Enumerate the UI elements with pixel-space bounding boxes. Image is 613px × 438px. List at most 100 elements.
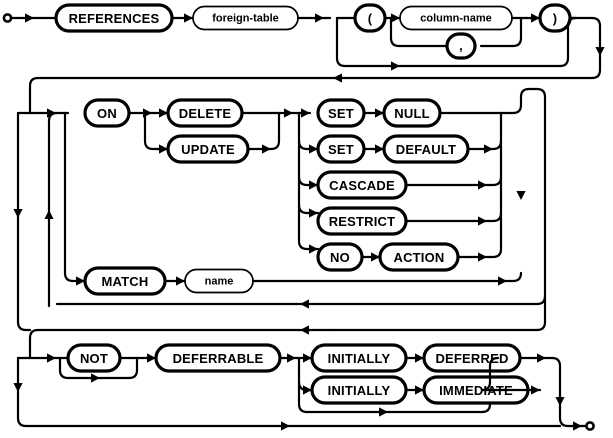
arrow-icon [315,13,324,23]
node-immediate: IMMEDIATE [422,375,530,405]
arrow-icon [498,276,507,286]
node-null: NULL [382,98,442,128]
node-label: name [205,276,234,288]
arrow-icon [300,299,309,309]
rail-section2-to-section3 [328,294,547,332]
node-not: NOT [66,343,122,373]
node-label: ( [368,11,373,26]
rail-comma-loop-left [389,16,449,48]
node-update: UPDATE [166,134,250,164]
rail-match-join [251,271,523,283]
node-label: REFERENCES [69,11,160,26]
node-label: DEFAULT [396,142,456,157]
arrow-icon [309,244,318,254]
node-label: NULL [394,106,429,121]
rail-clause-repeat-loop-up [47,111,59,308]
node-lparen: ( [353,3,387,33]
rail-restrict-join [404,175,503,223]
rail-bypass-join-up [558,56,570,68]
rail-fanout-cascade [297,175,320,187]
node-label: ACTION [393,250,444,265]
node-label: DELETE [179,106,232,121]
rail-fanout-no-action [297,111,320,251]
node-comma: , [445,32,477,60]
node-label: INITIALLY [328,383,391,398]
node-label: CASCADE [329,178,395,193]
rail-default-join [466,111,503,151]
arrow-icon [478,180,487,190]
arrow-icon [184,13,193,23]
rail-section3-bypass [16,356,562,428]
node-deferred: DEFERRED [422,343,522,373]
node-label: foreign-table [212,13,279,25]
rail-action-join [456,211,503,259]
rail-bypass-join-up2 [566,16,578,60]
node-match: MATCH [83,266,167,296]
node-deferrable: DEFERRABLE [154,343,282,373]
node-label: NO [330,250,350,265]
arrow-icon [287,353,296,363]
arrow-icon [484,144,493,154]
node-set-null-set: SET [316,98,366,128]
arrow-icon [13,209,23,218]
arrow-icon [300,325,309,335]
arrow-icon [478,216,487,226]
arrow-icon [44,210,54,219]
rail-final-collector [550,356,587,428]
end-marker [585,421,595,431]
rail-fanout-set-default [297,139,320,151]
node-label: RESTRICT [329,214,396,229]
node-name: name [184,268,254,294]
rail-fanout-restrict [297,203,320,215]
arrow-icon [25,13,34,23]
arrow-icon [391,61,400,71]
rail-update-join [246,111,281,151]
node-label: UPDATE [181,142,235,157]
node-foreign-table: foreign-table [192,5,299,31]
rail-comma-loop-right [479,16,523,48]
node-cascade: CASCADE [316,170,408,200]
node-label: MATCH [102,274,149,289]
node-label: SET [328,106,354,121]
node-set-default-set: SET [316,134,366,164]
arrow-icon [595,47,605,56]
arrow-icon [391,13,400,23]
node-initially-deferred: INITIALLY [310,343,408,373]
node-references: REFERENCES [54,3,174,33]
rail-section2-bypass-bottom [16,320,32,332]
node-column-name: column-name [399,5,513,31]
arrow-icon [478,252,487,262]
node-label: DEFERRABLE [173,351,264,366]
rail-immediate-join [480,356,530,392]
rail-row3-entry [28,328,332,360]
node-label: SET [328,142,354,157]
arrow-icon [333,73,342,83]
rail-to-match [63,111,87,283]
node-default: DEFAULT [382,134,470,164]
rail-fanout-initially-immediate [297,356,314,392]
node-label: column-name [420,13,492,25]
arrow-icon [176,276,185,286]
arrow-icon [555,397,565,406]
arrow-icon [379,407,388,417]
node-restrict: RESTRICT [316,206,408,236]
node-rparen: ) [538,3,572,33]
node-action: ACTION [378,242,460,272]
arrow-icon [309,208,318,218]
node-label: IMMEDIATE [439,383,513,398]
arrow-icon [516,191,526,200]
node-label: ON [97,106,117,121]
node-on: ON [83,98,131,128]
rail-to-update [143,111,170,151]
node-label: ) [553,11,558,26]
arrow-icon [537,353,546,363]
arrow-icon [301,108,310,118]
node-initially-immediate: INITIALLY [310,375,408,405]
arrow-icon [91,373,100,383]
node-label: INITIALLY [328,351,391,366]
arrow-icon [573,421,582,431]
node-label: , [459,38,463,53]
rail-skip-columns-bypass [335,16,562,68]
